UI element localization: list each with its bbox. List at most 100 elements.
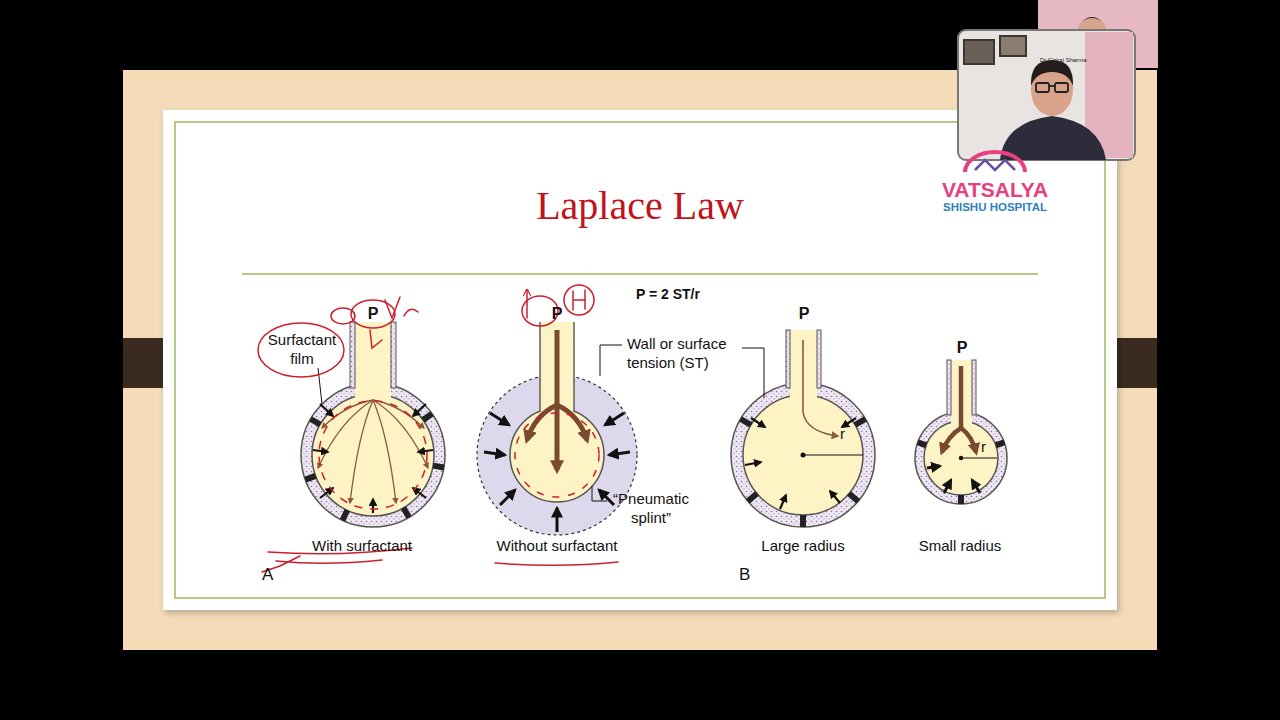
tension-arrow	[927, 466, 980, 493]
alveolar-space	[312, 394, 434, 516]
picture-frame	[1000, 36, 1026, 56]
radius-symbol: r	[840, 424, 845, 443]
webcam-tile	[958, 30, 1135, 160]
title-rule	[242, 273, 1038, 275]
radius-line	[803, 455, 863, 456]
panel-caption: Small radius	[919, 536, 1002, 555]
pressure-arrow	[350, 400, 373, 503]
compression-arrow	[484, 452, 505, 455]
airway-wall	[947, 360, 951, 415]
tension-arrow	[972, 480, 980, 493]
alveolar-space	[924, 421, 998, 495]
pressure-arrow	[961, 428, 976, 452]
compression-arrow	[599, 490, 614, 505]
slide-page	[163, 110, 1117, 610]
tension-arrow	[372, 499, 374, 513]
wall-segment	[917, 439, 1006, 504]
part-label: Wall or surface tension (ST)	[627, 334, 749, 372]
pressure-arrow	[959, 366, 964, 428]
pressure-symbol: P	[368, 304, 379, 324]
wall-segment	[401, 506, 412, 519]
formula: P = 2 ST/r	[636, 285, 700, 303]
pen-annotation	[564, 285, 594, 315]
logo-subtitle: SHISHU HOSPITAL	[943, 200, 1047, 214]
presenter-glasses	[1036, 83, 1049, 92]
slide-frame	[123, 70, 1157, 650]
picture-frame	[964, 40, 994, 64]
alveolus-with-surfactant	[301, 322, 445, 527]
pressure-arrow	[318, 400, 373, 468]
wall-segment	[739, 416, 752, 427]
airway-lumen	[355, 322, 391, 402]
presenter-hair	[1078, 17, 1106, 26]
airway-wall	[391, 322, 396, 388]
part-label: Surfactant film	[259, 330, 345, 368]
wall-segment	[304, 473, 316, 482]
pen-annotation	[526, 290, 528, 318]
tension-arrow	[313, 404, 433, 513]
pressure-arrow	[942, 428, 961, 452]
tension-arrow	[418, 450, 433, 452]
pen-annotation	[385, 297, 418, 318]
wall-segment	[746, 491, 759, 503]
alveolus-small-radius	[915, 360, 1007, 504]
pressure-arrow	[318, 400, 428, 503]
panel-caption: Without surfactant	[497, 536, 618, 555]
wall-segment	[309, 416, 322, 427]
tension-arrow	[944, 480, 951, 493]
pen-annotation	[258, 285, 618, 572]
panel-letter: B	[739, 564, 750, 585]
leader-line	[592, 486, 607, 501]
radius-line	[961, 458, 997, 459]
pressure-arrow	[555, 405, 560, 470]
wall-segment	[340, 509, 350, 522]
pressure-arrow	[373, 400, 428, 468]
wall-segment	[958, 495, 964, 504]
tension-arrow	[745, 462, 761, 465]
pressure-arrow	[555, 330, 560, 405]
compression-arrow	[609, 452, 630, 455]
presenter-glasses	[1049, 85, 1055, 87]
pen-annotation	[515, 413, 599, 497]
presenter-body	[1000, 116, 1106, 160]
presenter-glasses	[1055, 83, 1068, 92]
pen-annotation	[331, 308, 355, 324]
airway-wall	[350, 322, 355, 388]
pressure-arrow	[942, 366, 976, 452]
tension-arrow	[751, 418, 765, 427]
pressure-symbol: P	[552, 304, 563, 324]
wall-segment	[995, 439, 1006, 448]
pen-annotation	[573, 290, 585, 310]
tension-arrow	[927, 466, 940, 468]
tension-arrow	[413, 404, 426, 416]
radius-symbol: r	[981, 437, 986, 456]
alveolus-without-surfactant	[477, 322, 637, 535]
airway-wall	[539, 322, 540, 410]
airway-wall	[786, 330, 790, 388]
compression-arrow	[556, 508, 559, 532]
panel-caption: Large radius	[761, 536, 844, 555]
panel-letter: A	[262, 564, 273, 585]
tension-arrow	[313, 450, 328, 452]
pen-annotation	[351, 300, 395, 328]
airway-wall	[972, 360, 976, 415]
pen-annotation	[258, 323, 344, 377]
wall-segment	[421, 411, 433, 422]
compression-arrow	[484, 413, 630, 532]
pressure-arrow	[527, 405, 557, 440]
slide-border	[175, 122, 1105, 598]
logo-mark	[965, 152, 1025, 172]
airway-wall	[573, 322, 574, 410]
center-dot	[801, 453, 806, 458]
compression-arrow	[490, 413, 509, 425]
tension-arrow	[320, 404, 333, 416]
pen-annotation	[319, 401, 427, 509]
logo-mark	[975, 160, 1015, 170]
part-label: “Pneumatic splint”	[603, 489, 699, 527]
presenter-glasses	[1036, 83, 1068, 92]
tension-arrow	[780, 495, 786, 509]
wall-segment	[800, 515, 806, 527]
pressure-arrow	[527, 330, 587, 470]
